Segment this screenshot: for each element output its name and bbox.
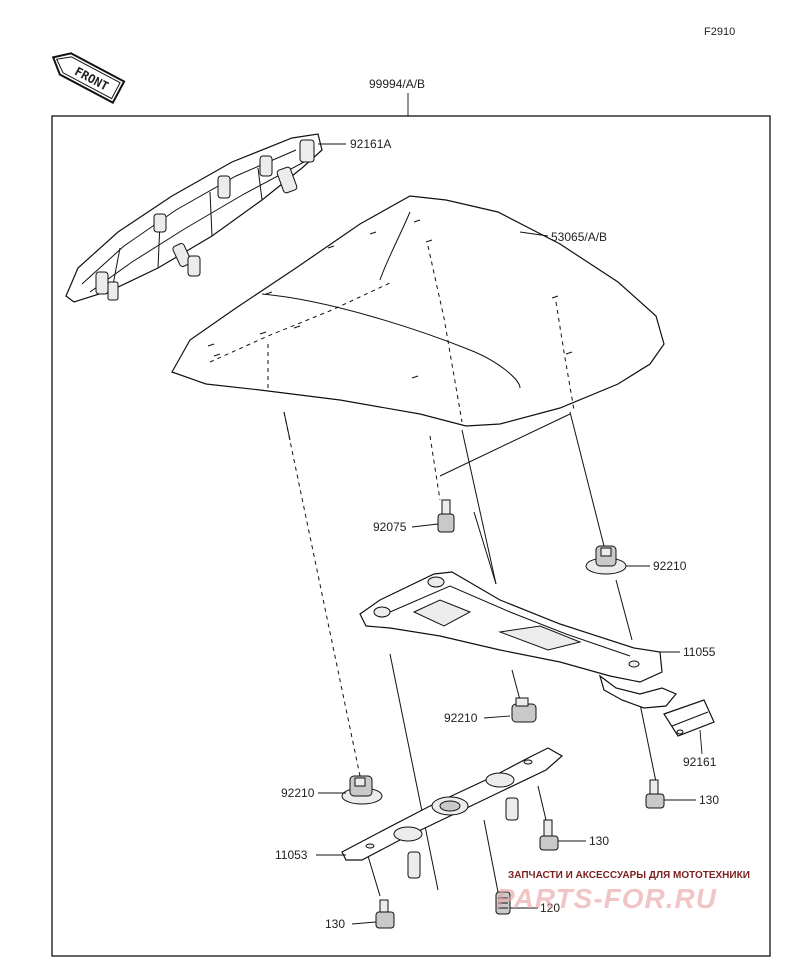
figure-ref: F2910 (704, 26, 735, 38)
seat-cover-part (171, 195, 665, 427)
callout-screw: 92075 (373, 520, 407, 534)
callout-pad: 92161 (683, 755, 717, 769)
callout-bracket-top: 11055 (683, 645, 716, 659)
bracket-lower-part (341, 747, 564, 879)
callout-cover: 53065/A/B (551, 230, 607, 244)
bolt-right-part (645, 779, 665, 809)
callout-bracket-bottom: 11053 (275, 848, 308, 862)
watermark: ЗАПЧАСТИ И АКСЕССУАРЫ ДЛЯ МОТОТЕХНИКИ PA… (496, 870, 750, 914)
pad-part (663, 699, 715, 737)
callout-rack: 92161A (350, 137, 391, 151)
grommet-left-part (341, 775, 383, 805)
callout-grommet-mid: 92210 (444, 711, 478, 725)
callout-bolt-right: 130 (699, 793, 719, 807)
grommet-mid-part (511, 697, 537, 723)
bolt-left-part (375, 899, 395, 929)
watermark-tagline: ЗАПЧАСТИ И АКСЕССУАРЫ ДЛЯ МОТОТЕХНИКИ (508, 870, 750, 881)
bolt-center-part (495, 891, 511, 915)
callout-grommet-right: 92210 (653, 559, 687, 573)
callout-bolt-center: 120 (540, 901, 560, 915)
watermark-logo: PARTS-FOR.RU (496, 883, 717, 914)
bracket-upper-part (359, 571, 677, 709)
callout-bolt-mid: 130 (589, 834, 609, 848)
rack-part (65, 133, 323, 303)
callout-bolt-left: 130 (325, 917, 345, 931)
front-arrow-icon: FRONT (51, 52, 126, 105)
bolt-mid-part (539, 819, 559, 851)
assembly-frame (51, 115, 771, 957)
screw-part (429, 435, 455, 533)
callout-assembly: 99994/A/B (369, 77, 425, 91)
grommet-right-part (585, 545, 627, 575)
callout-grommet-left: 92210 (281, 786, 315, 800)
